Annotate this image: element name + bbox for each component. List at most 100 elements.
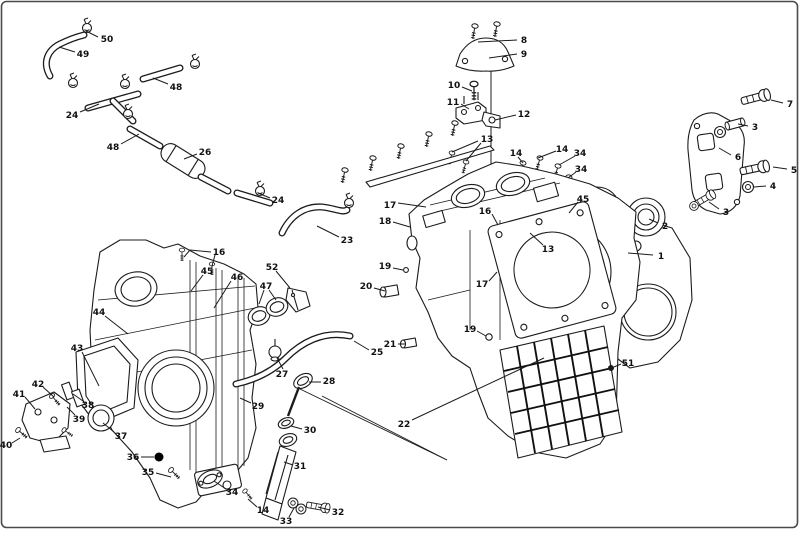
leader-line (465, 142, 482, 162)
callout-31: 31 (283, 461, 306, 472)
part-number-label: 3 (723, 208, 729, 218)
callout-21: 21 (384, 340, 406, 350)
part-number-label: 12 (518, 110, 531, 120)
leader-line (491, 213, 499, 226)
callout-24: 24 (66, 103, 100, 121)
callout-29: 29 (239, 397, 265, 412)
leader-line (239, 397, 252, 404)
callout-14: 14 (247, 498, 269, 516)
leader-line (257, 192, 271, 199)
part-number-label: 22 (398, 420, 411, 430)
washer-icon (295, 503, 307, 515)
part-clip-12 (481, 111, 501, 129)
leader-line (708, 201, 720, 210)
callout-23: 23 (316, 225, 354, 246)
leader-line (183, 153, 198, 160)
bolt-icon (738, 158, 772, 178)
callout-11: 11 (447, 98, 470, 110)
leader-line (567, 171, 577, 179)
callout-33: 33 (280, 507, 295, 527)
leader-line (392, 267, 404, 271)
part-number-label: 29 (252, 402, 265, 412)
part-number-label: 9 (521, 50, 527, 60)
leader-line (460, 103, 470, 110)
callout-37: 37 (102, 422, 127, 442)
part-number-label: 19 (379, 262, 392, 272)
callout-24: 24 (257, 192, 284, 206)
part-number-label: 40 (0, 441, 12, 451)
part-orings-30 (277, 417, 298, 447)
leader-line (58, 46, 76, 53)
part-number-label: 10 (448, 81, 461, 91)
leader-line (213, 280, 232, 309)
leader-line (276, 357, 284, 370)
part-number-label: 36 (127, 453, 140, 463)
part-left-small-parts (14, 337, 223, 489)
clamp-icon (81, 17, 93, 34)
callout-13: 13 (529, 232, 554, 255)
part-top-bracket-group (455, 20, 515, 205)
callout-17: 17 (476, 271, 498, 290)
callout-9: 9 (488, 50, 527, 60)
washer-icon (689, 201, 699, 211)
part-number-label: 52 (266, 263, 279, 273)
part-number-label: 33 (280, 517, 293, 527)
leader-line (213, 480, 227, 490)
callout-34: 34 (567, 165, 587, 179)
part-number-label: 48 (170, 83, 183, 93)
callout-36: 36 (127, 453, 154, 463)
leader-line (648, 218, 659, 224)
leader-line (476, 330, 487, 337)
leader-line (461, 86, 473, 92)
part-block-grid (503, 329, 620, 454)
part-seal-37 (87, 404, 115, 432)
part-bracket-6 (687, 87, 773, 215)
callout-18: 18 (379, 217, 411, 228)
part-number-label: 13 (481, 135, 494, 145)
part-number-label: 46 (231, 273, 244, 283)
part-number-label: 43 (71, 344, 84, 354)
leader-line (247, 498, 258, 508)
part-number-label: 3 (752, 123, 758, 133)
callout-50: 50 (85, 30, 114, 45)
callout-5: 5 (772, 166, 797, 176)
leader-line (66, 406, 76, 416)
part-number-label: 2 (662, 222, 668, 232)
part-gasket-strip-13 (365, 145, 495, 188)
part-number-label: 20 (360, 282, 373, 292)
part-number-label: 23 (341, 236, 354, 246)
callout-41: 41 (13, 390, 36, 410)
part-bracket-9 (455, 37, 515, 72)
part-number-label: 41 (13, 390, 26, 400)
callout-27: 27 (276, 357, 288, 380)
leader-line (529, 232, 544, 246)
part-oil-seal-2 (626, 197, 666, 237)
part-hose-group (42, 17, 355, 237)
callout-43: 43 (71, 344, 100, 387)
part-number-label: 18 (379, 217, 392, 227)
part-number-label: 30 (304, 426, 317, 436)
leader-line (24, 396, 36, 410)
part-number-label: 51 (622, 359, 635, 369)
callout-48: 48 (152, 77, 183, 93)
clamp-icon (119, 73, 131, 90)
leader-line (102, 422, 115, 433)
callout-20: 20 (360, 282, 386, 292)
callout-25: 25 (353, 340, 383, 358)
part-number-label: 50 (101, 35, 114, 45)
leader-line (288, 507, 295, 518)
leader-line (411, 357, 545, 421)
leader-line (451, 140, 479, 153)
leader-line (79, 103, 100, 113)
callout-32: 32 (317, 506, 344, 518)
leader-line (392, 221, 411, 228)
leader-line (268, 289, 277, 301)
leader-line (183, 249, 212, 258)
part-number-label: 6 (735, 153, 741, 163)
part-number-label: 14 (510, 149, 523, 159)
part-number-label: 4 (770, 182, 776, 192)
leader-line (258, 289, 265, 305)
callout-10: 10 (448, 81, 473, 92)
leader-line (290, 425, 303, 430)
